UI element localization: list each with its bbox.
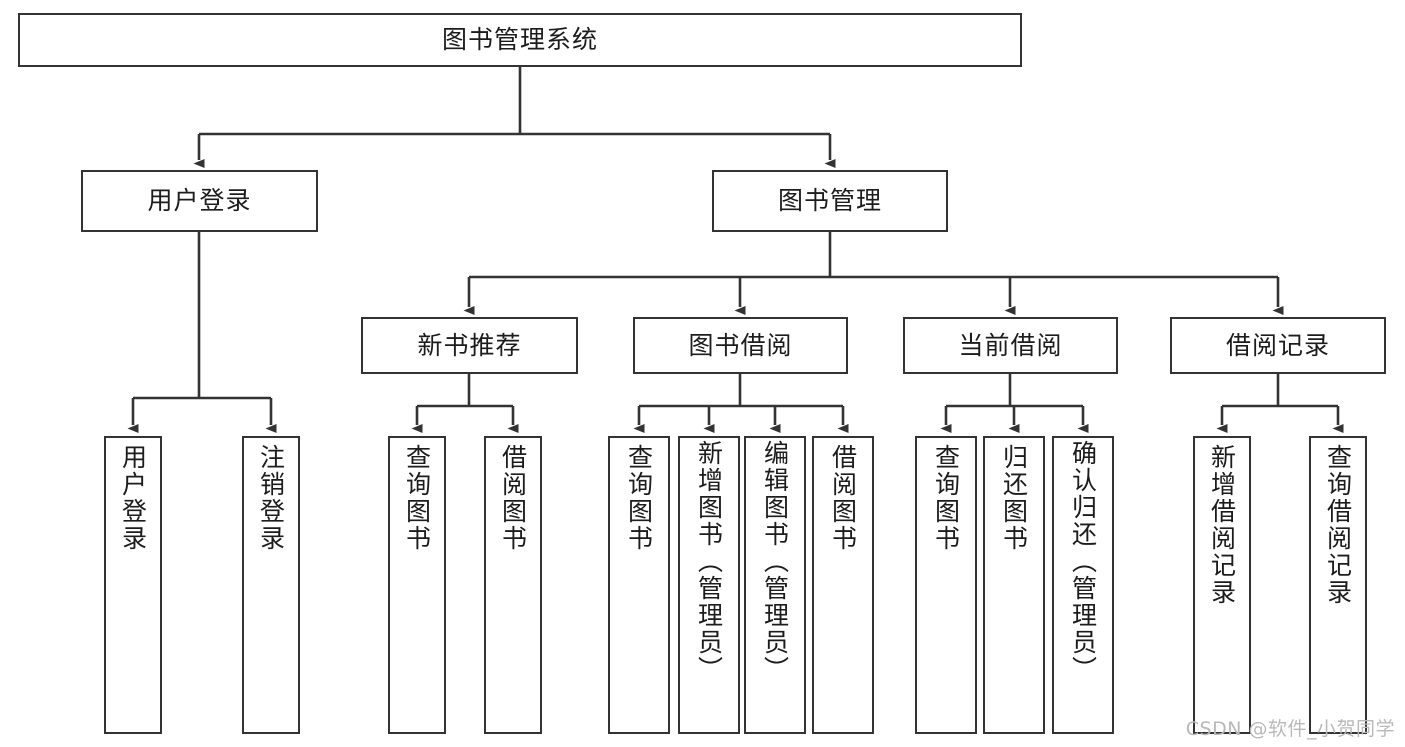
leaf-edit-book-admin[interactable]: 编辑图书（管理员） <box>744 436 806 734</box>
node-borrow-record[interactable]: 借阅记录 <box>1170 317 1386 374</box>
leaf-query-book-current[interactable]: 查询图书 <box>915 436 977 734</box>
node-label: 图书管理 <box>777 186 882 215</box>
node-label: 新增图书（管理员） <box>694 440 724 683</box>
csdn-watermark: CSDN @软件_小贺同学 <box>1185 718 1395 740</box>
node-label: 归还图书 <box>999 444 1029 552</box>
node-label: 用户登录 <box>118 444 148 552</box>
node-root-book-management-system[interactable]: 图书管理系统 <box>18 13 1022 67</box>
node-label: 编辑图书（管理员） <box>760 440 790 683</box>
node-book-management[interactable]: 图书管理 <box>712 170 948 232</box>
node-label: 查询图书 <box>624 444 654 552</box>
node-label: 查询图书 <box>931 444 961 552</box>
node-book-borrow[interactable]: 图书借阅 <box>633 317 848 374</box>
node-label: 查询图书 <box>402 444 432 552</box>
node-label: 用户登录 <box>147 186 252 215</box>
leaf-borrow-book[interactable]: 借阅图书 <box>812 436 874 734</box>
leaf-borrow-book-recommend[interactable]: 借阅图书 <box>484 436 542 734</box>
leaf-query-borrow-record[interactable]: 查询借阅记录 <box>1309 436 1367 734</box>
leaf-add-borrow-record[interactable]: 新增借阅记录 <box>1193 436 1251 734</box>
node-label: 确认归还（管理员） <box>1068 440 1098 683</box>
leaf-return-book[interactable]: 归还图书 <box>983 436 1045 734</box>
leaf-user-login[interactable]: 用户登录 <box>104 436 162 734</box>
node-label: 借阅记录 <box>1225 330 1330 360</box>
node-new-book-recommend[interactable]: 新书推荐 <box>361 317 578 374</box>
node-label: 新增借阅记录 <box>1207 444 1237 606</box>
leaf-query-book-borrow[interactable]: 查询图书 <box>608 436 670 734</box>
node-user-login[interactable]: 用户登录 <box>81 170 318 232</box>
node-label: 借阅图书 <box>498 444 528 552</box>
node-current-borrow[interactable]: 当前借阅 <box>903 317 1118 374</box>
node-label: 借阅图书 <box>828 444 858 552</box>
node-label: 当前借阅 <box>958 330 1063 360</box>
leaf-confirm-return-admin[interactable]: 确认归还（管理员） <box>1052 436 1114 734</box>
leaf-logout[interactable]: 注销登录 <box>242 436 300 734</box>
leaf-query-book-recommend[interactable]: 查询图书 <box>388 436 446 734</box>
node-label: 图书借阅 <box>688 330 793 360</box>
node-label: 查询借阅记录 <box>1323 444 1353 606</box>
node-label: 新书推荐 <box>417 330 522 360</box>
node-label: 图书管理系统 <box>441 25 598 54</box>
node-label: 注销登录 <box>256 444 286 552</box>
leaf-add-book-admin[interactable]: 新增图书（管理员） <box>678 436 740 734</box>
